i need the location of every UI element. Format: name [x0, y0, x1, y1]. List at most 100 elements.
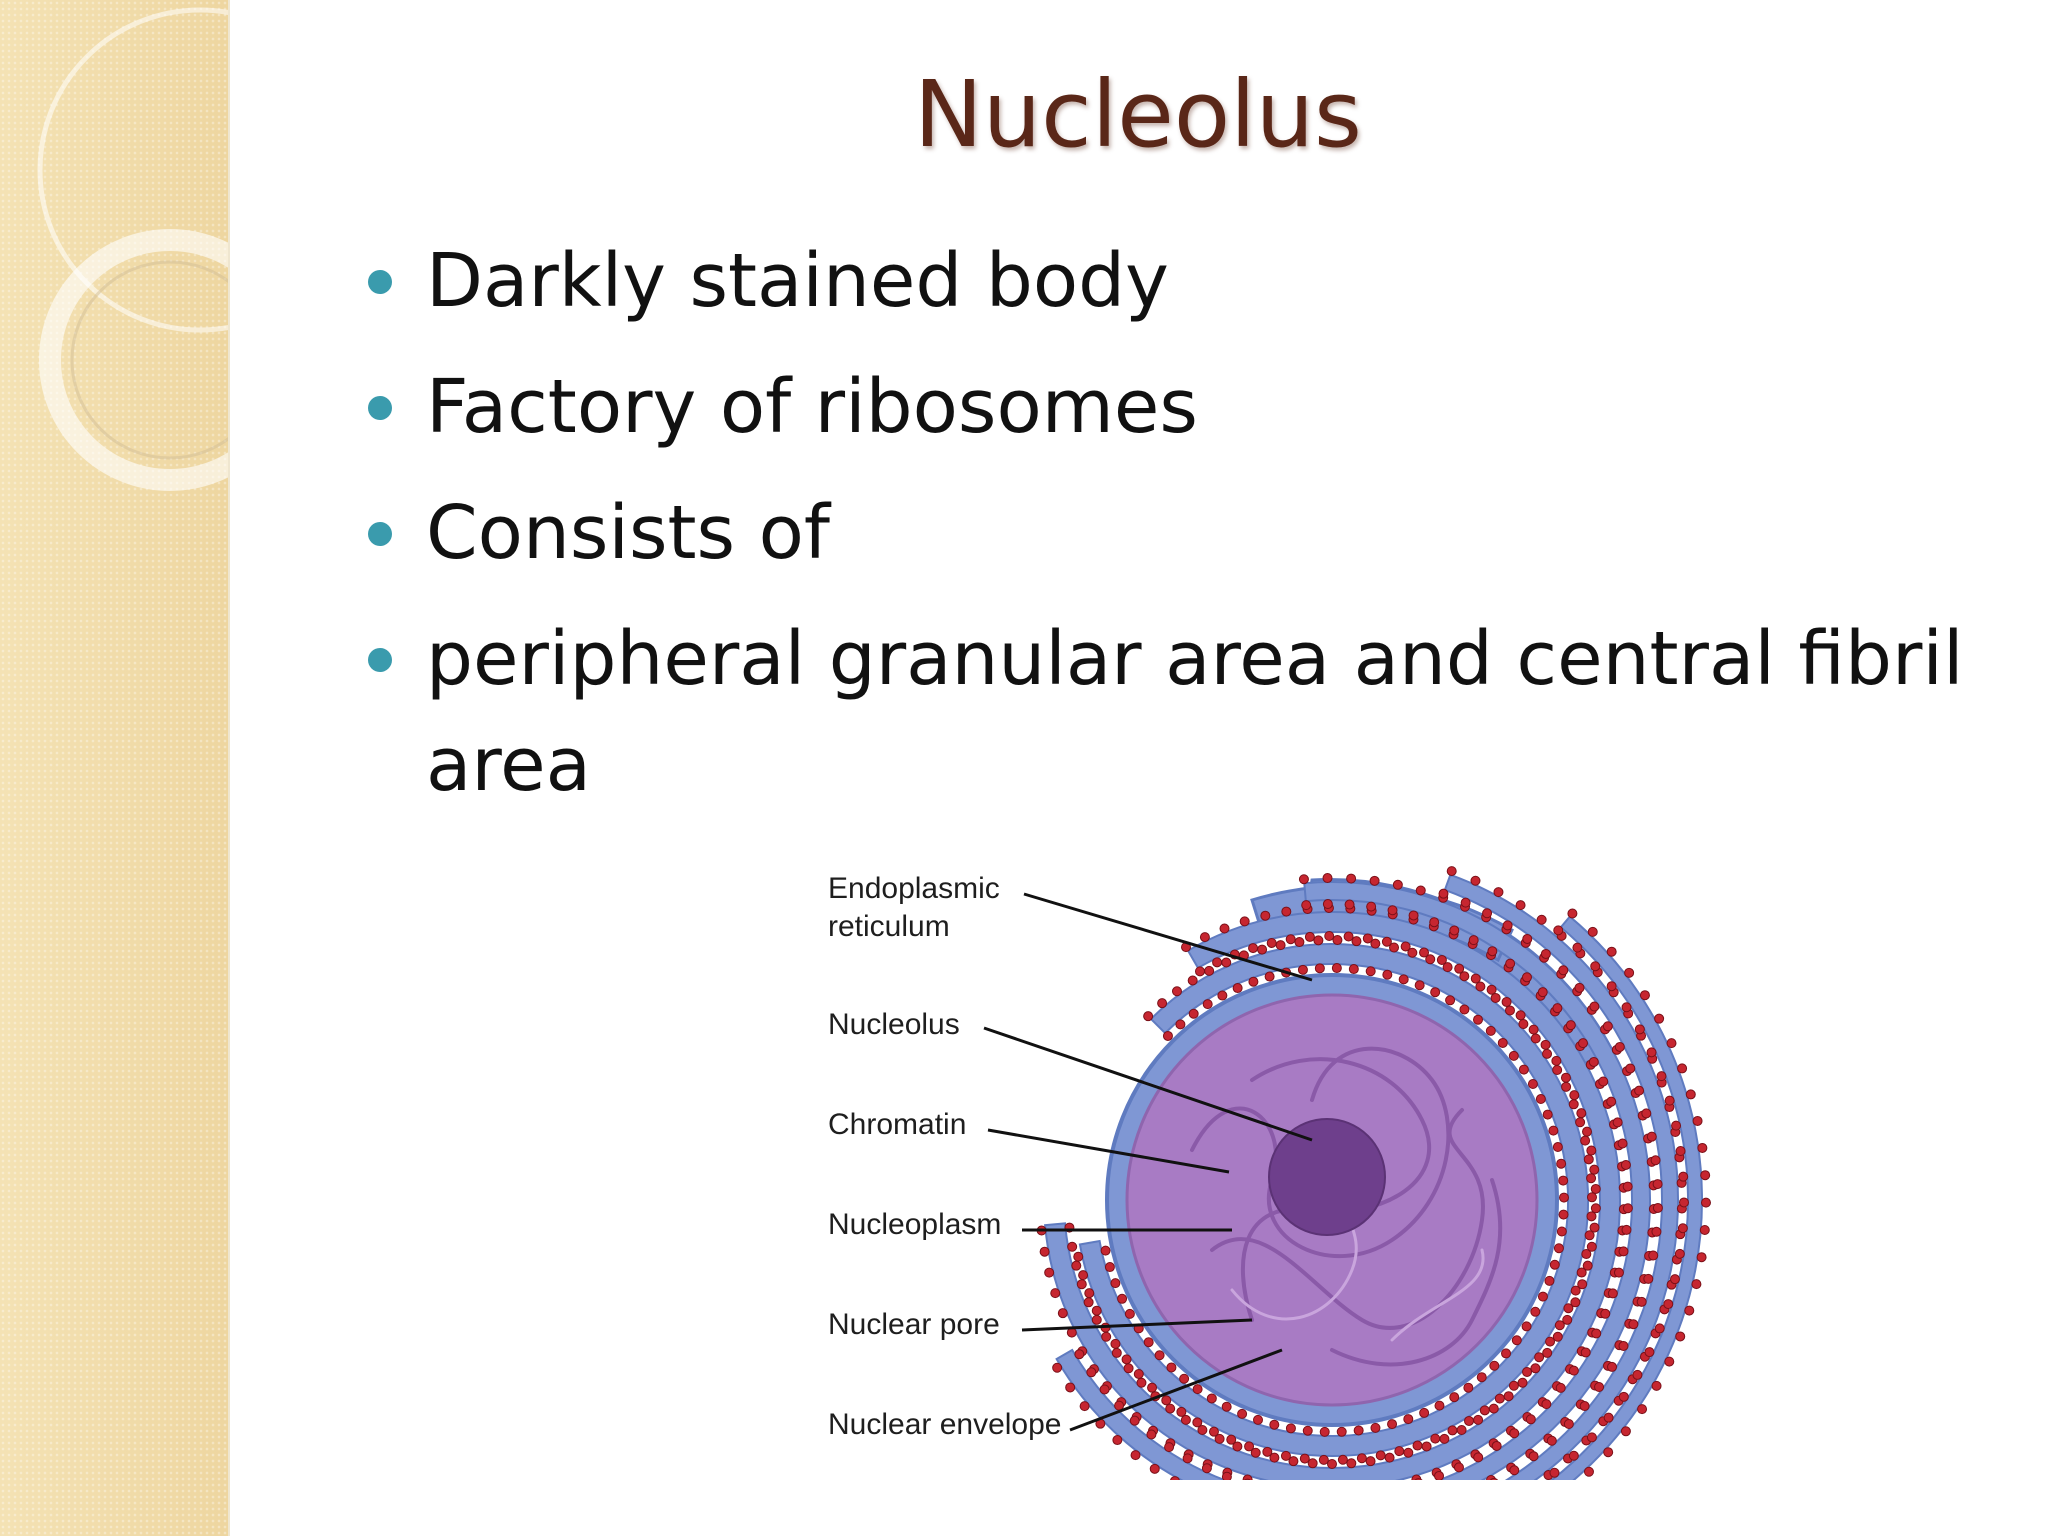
ribosome-dot — [1677, 1063, 1688, 1074]
nucleus-illustration — [983, 866, 1711, 1480]
ribosome-dot — [1551, 1055, 1562, 1066]
ribosome-dot — [1302, 1425, 1313, 1436]
ribosome-dot — [1322, 899, 1333, 910]
ribosome-dot — [1589, 1222, 1600, 1233]
ribosome-dot — [1545, 1336, 1556, 1347]
ribosome-dot — [1617, 1138, 1628, 1149]
ribosome-dot — [1497, 1037, 1508, 1048]
ribosome-dot — [1515, 900, 1526, 911]
ribosome-dot — [1509, 1428, 1520, 1439]
ribosome-dot — [1382, 969, 1393, 980]
ribosome-dot — [1091, 1314, 1102, 1325]
ribosome-dot — [1558, 965, 1569, 976]
ribosome-dot — [1110, 1338, 1121, 1349]
ribosome-dot — [1221, 1401, 1232, 1412]
ribosome-dot — [1632, 1369, 1643, 1380]
ribosome-dot — [1074, 1349, 1085, 1360]
ribosome-dot — [1239, 916, 1250, 927]
ribosome-dot — [1700, 1170, 1711, 1181]
ribosome-dot — [1146, 1429, 1157, 1440]
er-cisterna — [1443, 873, 1679, 1480]
ribosome-dot — [1331, 963, 1342, 974]
ribosome-dot — [1606, 946, 1617, 957]
ribosome-dot — [1039, 1246, 1050, 1257]
decorative-rings — [37, 7, 228, 491]
ribosome-dot — [1536, 914, 1547, 925]
ribosome-dot — [1501, 996, 1512, 1007]
ribosome-dot — [1244, 1478, 1251, 1480]
ribosome-dot — [1429, 917, 1440, 928]
ribosome-dot — [1212, 957, 1223, 968]
ribosome-dot — [1165, 1403, 1176, 1414]
ribosome-dot — [1586, 1211, 1597, 1222]
ribosome-dot — [1430, 987, 1441, 998]
ribosome-dot — [1110, 1278, 1121, 1289]
ribosome-dot — [1447, 1425, 1458, 1436]
ribosome-dot — [1170, 1476, 1180, 1480]
ribosome-dot — [1692, 1115, 1703, 1126]
ribosome-dot — [1438, 888, 1449, 899]
ribosome-dot — [1556, 1158, 1567, 1169]
ribosome-dot — [1434, 1470, 1445, 1480]
ribosome-dot — [1221, 957, 1232, 968]
ribosome-dot — [1262, 1446, 1273, 1457]
bullet-dot-icon — [368, 648, 392, 672]
ribosome-dot — [1436, 954, 1447, 965]
ribosome-dot — [1445, 995, 1456, 1006]
ribosome-dot — [1534, 1352, 1545, 1363]
ribosome-dot — [1454, 963, 1465, 974]
ribosome-dot — [1622, 1181, 1633, 1192]
ribosome-dot — [1646, 1131, 1657, 1142]
ribosome-dot — [1678, 1171, 1689, 1182]
ribosome-dot — [1648, 1250, 1659, 1261]
ribosome-dot — [1482, 908, 1493, 919]
endoplasmic-reticulum-shape — [1044, 873, 1703, 1480]
ribosome-dot — [1563, 1418, 1574, 1429]
ribosome-dot — [1494, 1393, 1505, 1404]
ribosome-dot — [1621, 1224, 1632, 1235]
ribosome-dot — [1398, 974, 1409, 985]
ribosome-dot — [1669, 1274, 1680, 1285]
ribosome-dot — [1257, 944, 1268, 955]
ribosome-dot — [1351, 936, 1362, 947]
ribosome-dot — [1473, 1414, 1484, 1425]
ribosome-dot — [1590, 1183, 1601, 1194]
ribosome-dot — [1217, 990, 1228, 1001]
ribosome-dot — [1221, 1471, 1232, 1480]
ribosome-dot — [1318, 1454, 1329, 1465]
ribosome-dot — [1099, 1384, 1110, 1395]
ribosome-dot — [1111, 1347, 1122, 1358]
label-nuclear-pore: Nuclear pore — [828, 1308, 1000, 1341]
ribosome-dot — [1419, 1407, 1430, 1418]
ribosome-dot — [1327, 1459, 1337, 1469]
ribosome-dot — [1468, 935, 1479, 946]
bullet-dot-icon — [368, 396, 392, 420]
ribosome-dot — [1598, 1076, 1609, 1087]
ribosome-dot — [1078, 1270, 1089, 1281]
ribosome-dot — [1671, 1120, 1682, 1131]
ribosome-dot — [1621, 1002, 1632, 1013]
ribosome-dot — [1644, 1347, 1655, 1358]
ribosome-dot — [1651, 1380, 1662, 1391]
ribosome-dot — [1508, 1380, 1519, 1391]
ribosome-dot — [1518, 1064, 1529, 1075]
ribosome-dot — [1515, 1010, 1526, 1021]
ribosome-dot — [1204, 965, 1215, 976]
ribosome-dot — [1600, 1308, 1611, 1319]
ribosome-dot — [1530, 1306, 1541, 1317]
ribosome-dot — [1470, 875, 1481, 886]
ribosome-dot — [1583, 1154, 1594, 1165]
ribosome-dot — [1476, 1372, 1487, 1383]
ribosome-dot — [1582, 1260, 1593, 1271]
ribosome-dot — [1501, 1348, 1512, 1359]
ribosome-dot — [1607, 1361, 1618, 1372]
bullet-item: peripheral granular area and central fib… — [360, 606, 2000, 818]
ribosome-dot — [1546, 1435, 1557, 1446]
ribosome-dot — [1677, 1223, 1688, 1234]
ribosome-dot — [1570, 1285, 1581, 1296]
ribosome-dot — [1121, 1354, 1132, 1365]
label-endoplasmic-reticulum: Endoplasmic reticulum — [828, 872, 1000, 943]
ribosome-dot — [1403, 1414, 1414, 1425]
ribosome-dot — [1525, 1414, 1536, 1425]
ribosome-dot — [1298, 874, 1309, 885]
